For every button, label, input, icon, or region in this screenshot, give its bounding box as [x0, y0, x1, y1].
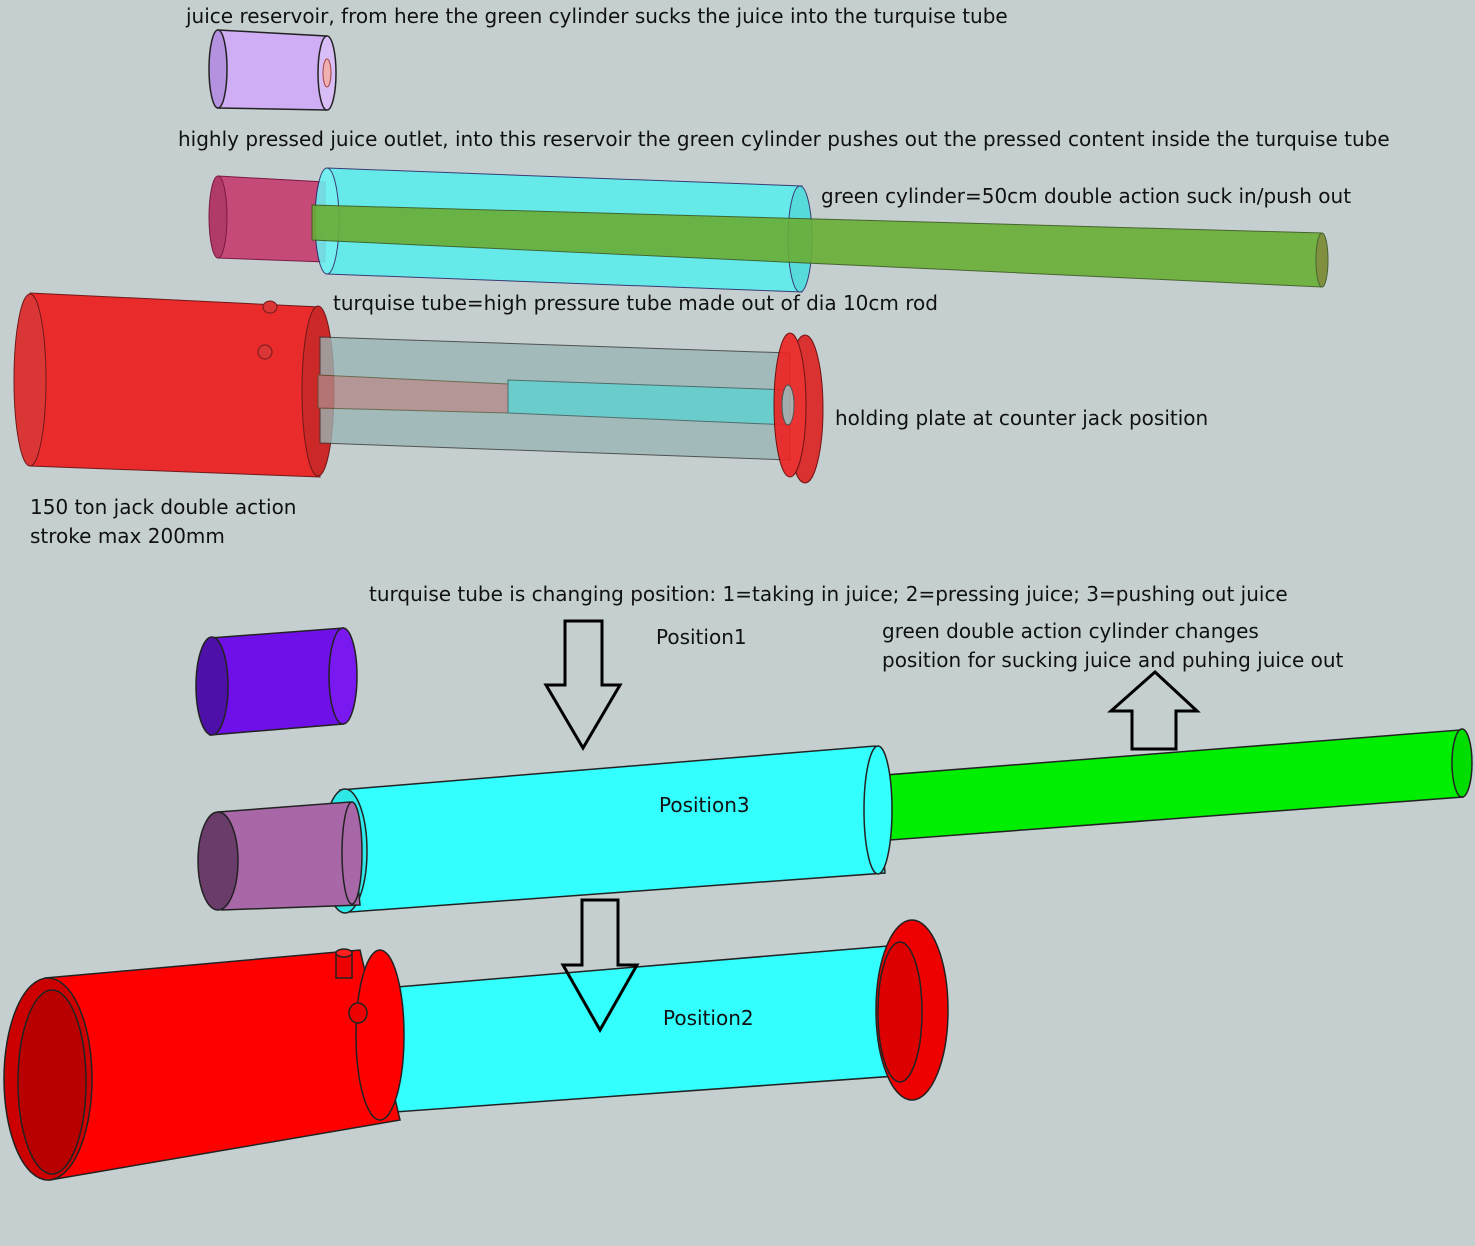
- label-green-changes-line1: green double action cylinder changes: [882, 619, 1259, 643]
- label-position2: Position2: [663, 1006, 754, 1030]
- down-arrow-icon: [560, 898, 640, 1034]
- juice-reservoir-bottom: [195, 627, 358, 736]
- label-jack-line2: stroke max 200mm: [30, 524, 225, 548]
- red-jack-bottom: [3, 948, 405, 1181]
- label-turquise-tube: turquise tube=high pressure tube made ou…: [333, 291, 938, 315]
- juice-outlet-top: [208, 175, 326, 263]
- up-arrow-icon: [1107, 669, 1201, 751]
- grey-tube-top: [317, 336, 791, 461]
- red-jack-top: [13, 292, 335, 478]
- label-juice-outlet: highly pressed juice outlet, into this r…: [178, 127, 1390, 151]
- label-position3: Position3: [659, 793, 750, 817]
- juice-outlet-bottom: [197, 801, 363, 911]
- juice-reservoir-top: [208, 29, 337, 111]
- label-jack-line1: 150 ton jack double action: [30, 495, 296, 519]
- label-green-cylinder: green cylinder=50cm double action suck i…: [821, 184, 1351, 208]
- label-holding-plate: holding plate at counter jack position: [835, 406, 1208, 430]
- label-tube-positions: turquise tube is changing position: 1=ta…: [369, 582, 1288, 606]
- holding-plate-top: [773, 332, 824, 484]
- down-arrow-icon: [543, 619, 623, 751]
- holding-plate-bottom: [875, 919, 949, 1101]
- label-juice-reservoir: juice reservoir, from here the green cyl…: [185, 4, 1008, 28]
- label-green-changes-line2: position for sucking juice and puhing ju…: [882, 648, 1344, 672]
- green-cylinder-top: [311, 204, 1329, 288]
- label-position1: Position1: [656, 625, 747, 649]
